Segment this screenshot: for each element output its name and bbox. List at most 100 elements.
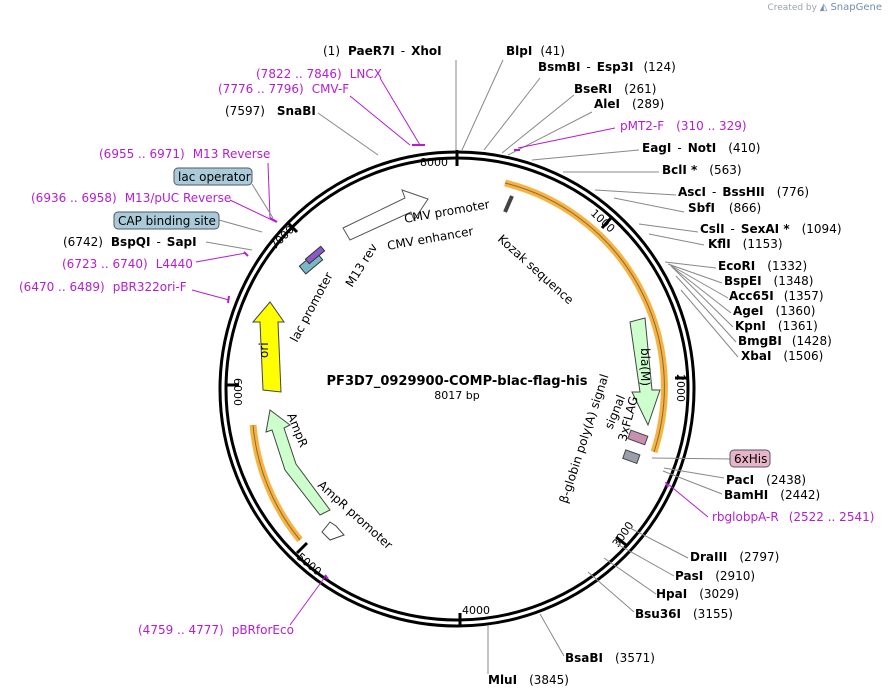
leader-sexai <box>638 223 699 233</box>
tick-marks <box>225 150 689 627</box>
tick-label-8000: 8000 <box>420 156 448 169</box>
leader-cmv-f <box>349 95 411 146</box>
leader-lac-operator <box>251 183 274 219</box>
lac-operator-label: lac operator <box>178 170 251 184</box>
enzyme-agei: AgeI(1360) <box>733 304 815 318</box>
primer-tick-rbglobpa <box>665 481 669 488</box>
tick-5000 <box>295 541 309 555</box>
cap-binding-site-bg <box>113 211 220 230</box>
primer-tick-pbrforeco <box>324 574 329 580</box>
leader-pbr322ori-f <box>191 289 230 301</box>
enzyme-bsmbi: BsmBI-Esp3I(124) <box>538 60 676 74</box>
enzyme-paci: PacI(2438) <box>726 473 806 487</box>
enzyme-bspei: BspEI(1348) <box>724 274 813 288</box>
enzyme-kfli: KflI(1153) <box>708 237 783 251</box>
snapgene-credit: Created by ◭ SnapGene <box>767 2 882 13</box>
ampr-promoter-label: AmpR promoter <box>315 478 395 552</box>
leader-snabi <box>317 112 379 156</box>
leader-ecori <box>664 261 717 269</box>
leader-kfli <box>648 233 705 246</box>
tick-label-2000: 2000 <box>674 374 687 402</box>
leader-pbrforeco <box>289 576 326 626</box>
ori-label: ori <box>257 342 271 358</box>
enzyme-sapi: (6742)BspQI-SapI <box>63 235 197 249</box>
bla-orf-arc-line <box>504 182 665 453</box>
leader-bamhi <box>662 470 723 495</box>
tick-label-6000: 6000 <box>231 378 244 406</box>
enzyme-noti: EagI-NotI(410) <box>642 141 760 155</box>
primer-pmt2-f: pMT2-F(310 .. 329) <box>620 119 747 133</box>
enzyme-mlui: MluI(3845) <box>488 673 569 687</box>
leader-kpni <box>671 266 734 328</box>
leader-bmgbi <box>675 275 737 343</box>
m13-rev-label: M13 rev <box>343 241 381 290</box>
polya-label: β-globin poly(A) signal <box>557 372 612 505</box>
leader-pmt2-f <box>517 127 616 149</box>
primer-leaders <box>191 77 709 626</box>
leader-sbfi <box>613 197 685 213</box>
enzyme-bsu36i: Bsu36I(3155) <box>635 607 733 621</box>
tick-label-4000: 4000 <box>462 604 490 617</box>
enzyme-kpni: KpnI(1361) <box>735 319 818 333</box>
enzyme-bsabi: BsaBI(3571) <box>565 651 655 665</box>
primer-cmv-f: (7776 .. 7796)CMV-F <box>218 82 349 96</box>
plasmid-length: 8017 bp <box>434 389 479 402</box>
enzyme-leaders <box>205 59 739 674</box>
cmv-enhancer-arrow <box>342 189 429 241</box>
leader-m13-reverse <box>267 162 271 219</box>
leader-pasi <box>616 543 675 577</box>
enzyme-bmgbi: BmgBI(1428) <box>738 334 832 348</box>
primer-m13-puc-reverse: (6936 .. 6958)M13/pUC Reverse <box>31 191 231 205</box>
leader-sapi <box>205 241 253 251</box>
primer-tick-l4440 <box>243 251 249 257</box>
tick-7000 <box>285 220 299 234</box>
polya-feature <box>622 449 641 465</box>
primer-tick-pbr322ori <box>227 295 230 304</box>
leader-blpi <box>461 59 504 151</box>
leader-notI <box>531 149 640 161</box>
enzyme-csli: CslI-SexAI *(1094) <box>700 222 842 236</box>
3xflag-feature <box>627 429 649 446</box>
enzyme-xhoi: (1)PaeR7I-XhoI <box>323 44 442 58</box>
enzyme-ecori: EcoRI(1332) <box>718 259 807 273</box>
credit-prefix: Created by <box>767 3 817 13</box>
leader-ssHII <box>594 189 677 196</box>
credit-brand: SnapGene <box>830 2 882 13</box>
lac-promoter-label: lac promoter <box>287 270 335 344</box>
kozak-label: Kozak sequence <box>495 232 576 307</box>
enzyme-draiii: DraIII(2797) <box>690 550 779 564</box>
ori-feature-arrow <box>251 301 285 393</box>
leader-bsu36i <box>587 571 635 613</box>
primer-ticks <box>227 144 669 580</box>
leader-xbai <box>680 289 739 358</box>
6xhis-label: 6xHis <box>734 452 767 466</box>
primer-l4440: (6723 .. 6740)L4440 <box>62 257 193 271</box>
leader-lncx <box>379 77 421 146</box>
enzyme-acc65i: Acc65I(1357) <box>729 289 824 303</box>
primer-m13-reverse: (6955 .. 6971)M13 Reverse <box>99 147 270 161</box>
leader-l4440 <box>195 252 247 263</box>
plasmid-name: PF3D7_0929900-COMP-blac-flag-his <box>327 374 588 389</box>
tick-label-3000: 3000 <box>610 519 637 549</box>
ampr-feature-arrow <box>265 409 331 516</box>
leader-draiii <box>629 527 689 559</box>
enzyme-alei: AleI(289) <box>594 97 664 111</box>
bla-feature-arrow <box>629 317 661 427</box>
tick-3000 <box>615 535 627 547</box>
lac-operator-box: lac operator <box>173 167 274 219</box>
leader-agei <box>670 265 732 314</box>
leader-cap-site <box>218 219 263 233</box>
leader-alei <box>507 111 593 156</box>
enzyme-pasi: PasI(2910) <box>675 569 755 583</box>
enzyme-asci: AscI-BssHII(776) <box>678 185 809 199</box>
primer-lncx: (7822 .. 7846)LNCX <box>256 67 382 81</box>
leader-bseri <box>501 94 575 154</box>
primer-pbr322ori-f: (6470 .. 6489)pBR322ori-F <box>19 280 187 294</box>
enzyme-bseri: BseRI(261) <box>574 82 656 96</box>
enzyme-sbfi: SbfI(866) <box>688 201 761 215</box>
leader-6xhis <box>651 457 733 460</box>
bla-label: bla(M) <box>638 348 652 386</box>
enzyme-snabi: (7597)SnaBI <box>225 104 316 118</box>
ampr-orf-arc-line <box>252 424 301 541</box>
